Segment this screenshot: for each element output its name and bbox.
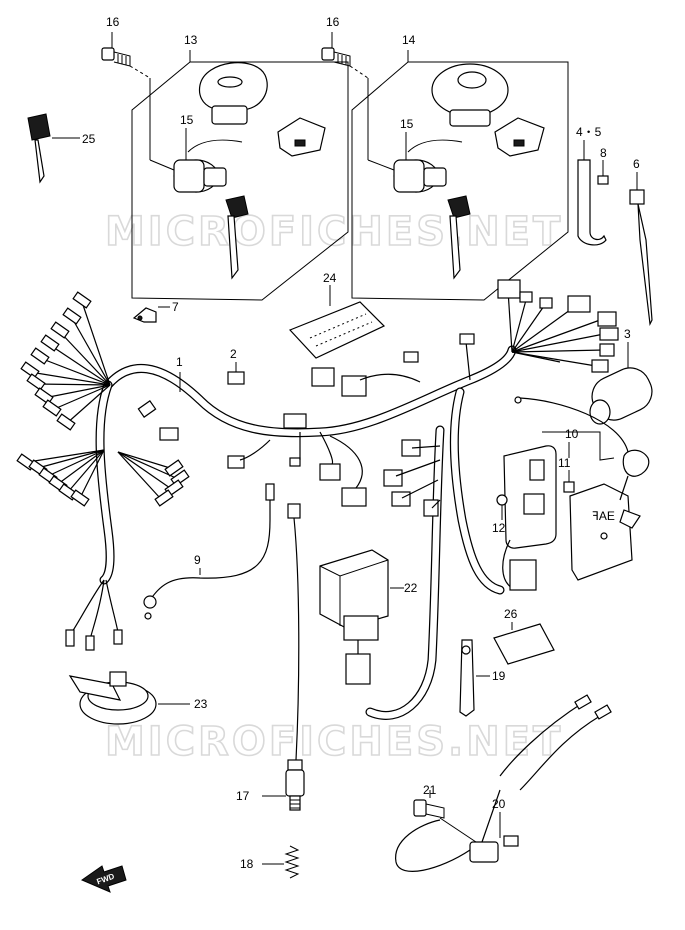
- callout-20: 20: [492, 797, 506, 811]
- horn-23: [68, 671, 190, 725]
- callout-16-right: 16: [326, 15, 340, 29]
- callout-19: 19: [492, 669, 506, 683]
- left-pigtail-connectors: [65, 579, 123, 651]
- ecu-label: ꟻAE: [592, 509, 615, 523]
- callout-17: 17: [236, 789, 250, 803]
- ignition-switch-box-14: [321, 47, 569, 301]
- bolt-21: [413, 790, 445, 819]
- label-26: [493, 622, 555, 665]
- callout-8: 8: [600, 146, 607, 160]
- clamp-7: [132, 306, 170, 323]
- callout-6: 6: [633, 157, 640, 171]
- callout-2: 2: [230, 347, 237, 361]
- label-sheet-24: [288, 285, 386, 359]
- ignition-cover-left: [198, 62, 268, 125]
- callout-numbers: 16 13 16 14 25 15 15 4・5 8 6 24 7 3 1 2 …: [82, 15, 640, 871]
- callout-22: 22: [404, 581, 418, 595]
- callout-11: 11: [558, 456, 571, 470]
- bolt-16-left: [101, 47, 151, 79]
- ignition-switch-box-13: [101, 47, 349, 301]
- callout-7: 7: [172, 300, 179, 314]
- callout-16-left: 16: [106, 15, 120, 29]
- main-wiring-harness-1: [16, 279, 619, 720]
- key-25: [27, 113, 80, 184]
- spring-18: [262, 845, 300, 879]
- callout-3: 3: [624, 327, 631, 341]
- ignition-plug-right: [494, 117, 545, 157]
- callout-24: 24: [323, 271, 337, 285]
- speed-sensor-17: [262, 503, 305, 811]
- callout-25: 25: [82, 132, 96, 146]
- relay-22: [319, 549, 404, 685]
- ignition-switch-15-left: [173, 139, 249, 280]
- callout-26: 26: [504, 607, 518, 621]
- bracket-4-5: [577, 140, 607, 246]
- callout-21: 21: [423, 783, 437, 797]
- cable-tie-6: [629, 172, 653, 327]
- ignition-cover-right: [431, 63, 509, 127]
- relay-2: [227, 362, 245, 385]
- center-connectors: [227, 367, 441, 517]
- ignition-plug-left: [277, 117, 326, 157]
- forward-arrow-icon: FWD: [80, 865, 127, 893]
- bolt-8: [597, 160, 609, 185]
- callout-15-right: 15: [400, 117, 414, 131]
- callout-9: 9: [194, 553, 201, 567]
- igniter-unit-10: ꟻAE: [502, 431, 641, 591]
- turn-signal-relay-3: [589, 342, 653, 425]
- callout-4-5: 4・5: [576, 125, 602, 139]
- clamp-19: [459, 639, 490, 717]
- fuse-11: [563, 470, 575, 493]
- screw-12: [496, 494, 508, 514]
- watermark-bottom: MICROFICHES.NET: [105, 719, 563, 765]
- callout-14: 14: [402, 33, 416, 47]
- callout-leaders: [111, 32, 570, 520]
- side-stand-switch-20: [395, 694, 612, 872]
- callout-15-left: 15: [180, 113, 194, 127]
- callout-12: 12: [492, 521, 506, 535]
- right-upper-connector-fan: [403, 279, 619, 381]
- watermark-top: MICROFICHES.NET: [105, 209, 563, 255]
- callout-23: 23: [194, 697, 208, 711]
- bolt-16-right: [321, 47, 369, 79]
- wire-sensor-right: [514, 396, 650, 501]
- callout-10: 10: [565, 427, 579, 441]
- left-lower-connector-fan: [16, 400, 190, 507]
- ignition-switch-15-right: [393, 139, 471, 280]
- callout-13: 13: [184, 33, 198, 47]
- ground-lead-9: [143, 483, 275, 620]
- callout-1: 1: [176, 355, 183, 369]
- callout-18: 18: [240, 857, 254, 871]
- left-upper-connector-fan: [20, 291, 111, 431]
